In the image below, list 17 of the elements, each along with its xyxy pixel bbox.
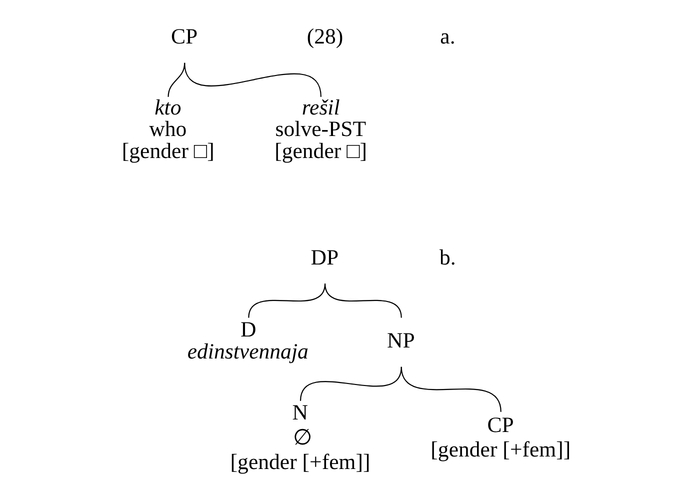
connector — [400, 366, 501, 412]
node-text: CP — [170, 24, 198, 48]
connector — [299, 366, 402, 402]
connector — [184, 62, 321, 98]
node-text: DP — [310, 245, 338, 270]
connector — [248, 284, 326, 318]
node-text: rešil solve-PST [gender □] — [274, 95, 367, 163]
connector — [324, 284, 402, 318]
label: a. — [440, 24, 455, 48]
node-text: NP — [386, 328, 414, 352]
node-text: CP [gender [+fem]] — [430, 412, 570, 462]
label: (28) — [306, 24, 343, 48]
node-text: D edinstvennaja — [186, 318, 308, 364]
connector — [167, 62, 185, 97]
label: b. — [439, 245, 456, 270]
node-text: N ∅ [gender [+fem]] — [230, 400, 370, 474]
node-text: kto who [gender □] — [121, 95, 214, 163]
